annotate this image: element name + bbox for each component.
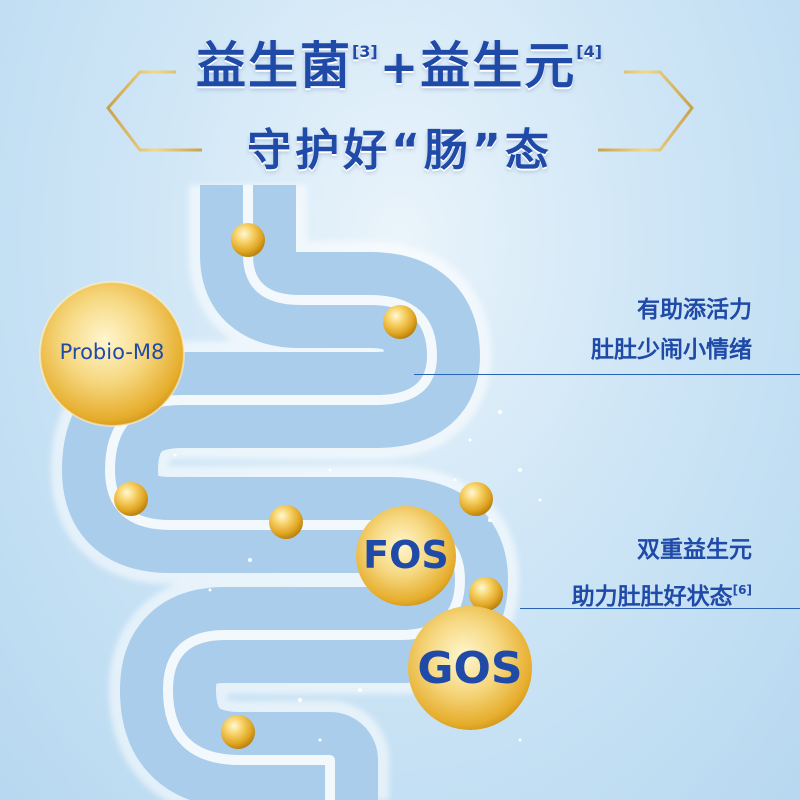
gos-sphere (408, 606, 532, 730)
benefit-block-2: 双重益生元 助力肚肚好状态[6] (572, 530, 752, 617)
probio-sphere (39, 281, 185, 427)
ref-6: [6] (732, 583, 752, 597)
benefit-1-line2: 肚肚少闹小情绪 (591, 337, 752, 363)
benefit-2-line1: 双重益生元 (637, 537, 752, 563)
benefit-2-line2-row: 助力肚肚好状态[6] (572, 570, 752, 617)
probio-m8-label: Probio-M8 (59, 340, 165, 364)
header-frame (106, 70, 694, 152)
divider-line-1 (414, 374, 800, 375)
ref-3: [3] (351, 42, 378, 61)
fos-label: FOS (363, 533, 449, 577)
benefit-1-line1: 有助添活力 (637, 297, 752, 323)
plus-sign: + (379, 40, 421, 94)
sparkles (148, 328, 542, 742)
prebiotic-title: 益生元 (420, 37, 577, 95)
intestine-tube (51, 185, 519, 800)
probiotic-beads (114, 223, 503, 749)
gos-label: GOS (417, 643, 523, 694)
ref-4: [4] (576, 42, 603, 61)
tagline: 守护好“肠”态 (247, 125, 553, 176)
benefit-block-1: 有助添活力 肚肚少闹小情绪 (591, 290, 752, 370)
fos-sphere (356, 506, 456, 606)
probiotic-title: 益生菌 (195, 37, 352, 95)
headline: 益生菌[3]+益生元[4] (0, 26, 800, 98)
benefit-2-line2: 助力肚肚好状态 (571, 584, 733, 610)
divider-line-2 (520, 608, 800, 609)
